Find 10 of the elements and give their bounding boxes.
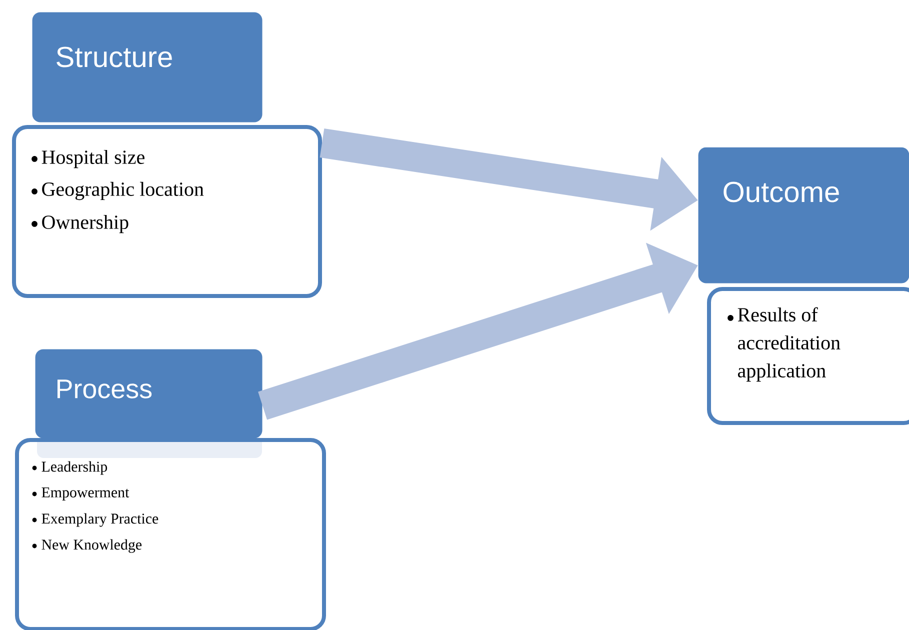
bullet-item: Hospital size xyxy=(42,150,144,168)
bullet-item: Results of accreditation application xyxy=(738,307,840,382)
header-text: Structure xyxy=(56,46,172,68)
bullet-item: Ownership xyxy=(42,214,128,234)
bullet-item: Exemplary Practice xyxy=(42,513,158,527)
bullet-item: New Knowledge xyxy=(42,539,142,553)
bullet-item: Geographic location xyxy=(42,182,204,200)
bullet-item: Empowerment xyxy=(42,488,130,500)
bullet-item: Leadership xyxy=(42,461,108,475)
header-text: Outcome xyxy=(724,182,839,202)
